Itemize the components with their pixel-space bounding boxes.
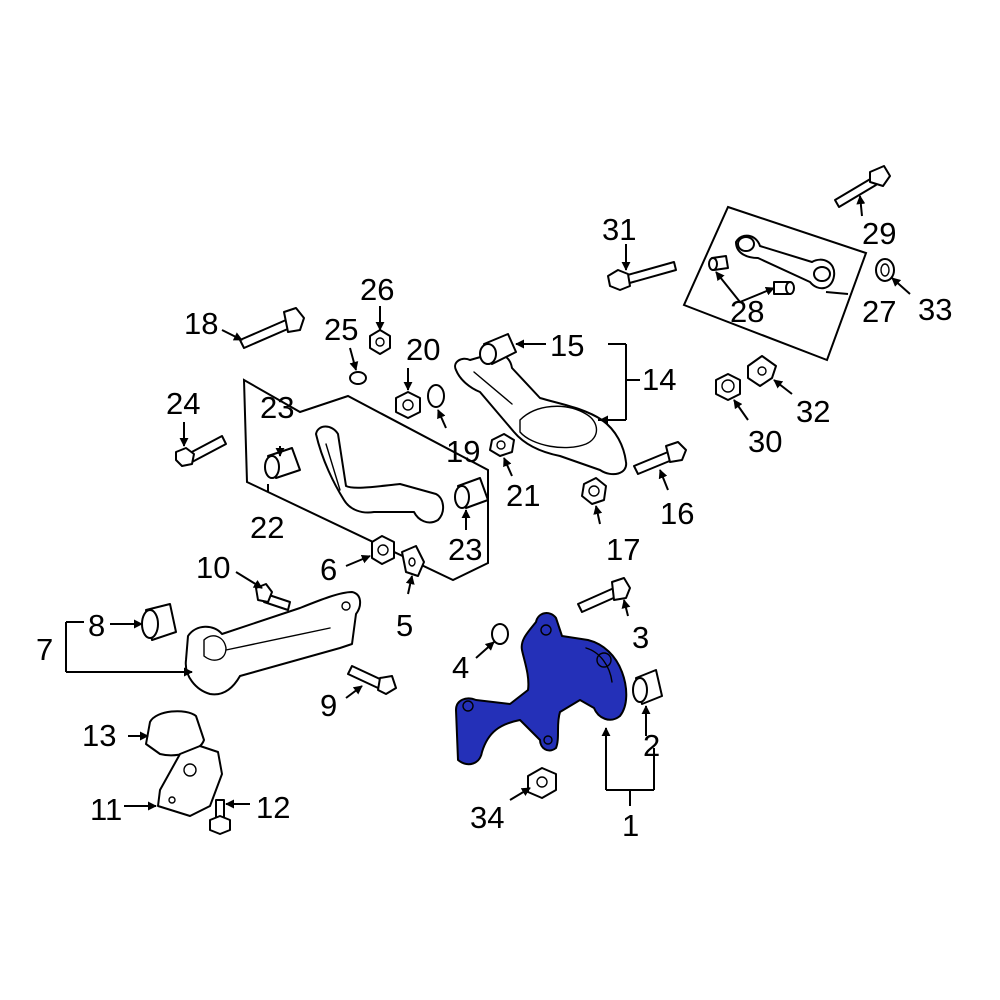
- callout-13: 13: [82, 718, 116, 753]
- bolt-16[interactable]: [633, 441, 687, 475]
- callout-19: 19: [446, 434, 480, 469]
- callout-28: 28: [730, 294, 764, 329]
- callout-1: 1: [622, 808, 639, 843]
- callout-14: 14: [642, 362, 676, 397]
- washer-33[interactable]: [875, 258, 895, 282]
- lower-control-arm-14[interactable]: [454, 352, 628, 476]
- callout-22: 22: [250, 510, 284, 545]
- callout-6: 6: [320, 552, 337, 587]
- lateral-link-27[interactable]: [735, 234, 836, 290]
- callout-24: 24: [166, 386, 200, 421]
- callout-33: 33: [918, 292, 952, 327]
- callout-26: 26: [360, 272, 394, 307]
- callout-25: 25: [324, 312, 358, 347]
- callout-32: 32: [796, 394, 830, 429]
- leader-lines: [65, 195, 911, 811]
- washer-4[interactable]: [491, 623, 509, 645]
- callout-18: 18: [184, 306, 218, 341]
- knuckle-body: [455, 612, 628, 766]
- bracket-11[interactable]: [157, 745, 223, 817]
- washer-19[interactable]: [427, 384, 445, 408]
- callout-20: 20: [406, 332, 440, 367]
- nut-26[interactable]: [369, 329, 391, 355]
- callout-29: 29: [862, 216, 896, 251]
- callout-11: 11: [90, 792, 122, 827]
- callout-8: 8: [88, 608, 105, 643]
- washer-25[interactable]: [349, 371, 367, 385]
- callout-27: 27: [862, 294, 896, 329]
- callout-23a: 23: [260, 390, 294, 425]
- cover-13[interactable]: [145, 710, 205, 757]
- upper-arm-group-frame-22: [242, 378, 489, 582]
- trailing-arm-7[interactable]: [184, 591, 362, 696]
- callout-15: 15: [550, 328, 584, 363]
- callout-9: 9: [320, 688, 337, 723]
- callout-labels: 1 2 3 4 5 6 7 8 9 10 11 12 13 14 15 16 1…: [36, 212, 952, 843]
- bolt-3[interactable]: [577, 577, 631, 613]
- bushing-23b[interactable]: [454, 477, 489, 509]
- bolt-24[interactable]: [175, 435, 227, 467]
- callout-5: 5: [396, 608, 413, 643]
- bolt-9[interactable]: [347, 665, 397, 695]
- bushing-8[interactable]: [141, 603, 177, 641]
- callout-21: 21: [506, 478, 540, 513]
- nut-34[interactable]: [527, 767, 557, 799]
- callout-2: 2: [643, 728, 660, 763]
- plate-32[interactable]: [747, 355, 777, 387]
- bolt-10[interactable]: [255, 583, 291, 611]
- nut-20[interactable]: [395, 391, 421, 419]
- bolt-29[interactable]: [834, 165, 891, 208]
- bushing-23a[interactable]: [264, 447, 301, 479]
- callout-3: 3: [632, 620, 649, 655]
- callout-17: 17: [606, 532, 640, 567]
- callout-34: 34: [470, 800, 504, 835]
- callout-4: 4: [452, 650, 469, 685]
- washer-33-hole: [880, 263, 890, 277]
- bushing-17[interactable]: [581, 477, 607, 505]
- bolt-12[interactable]: [209, 799, 231, 835]
- callout-23b: 23: [448, 532, 482, 567]
- plate-5[interactable]: [401, 545, 425, 577]
- callout-12: 12: [256, 790, 290, 825]
- bolt-31[interactable]: [607, 261, 677, 291]
- knuckle-1[interactable]: [455, 612, 628, 766]
- nut-30[interactable]: [715, 373, 741, 401]
- callout-10: 10: [196, 550, 230, 585]
- nut-6[interactable]: [371, 535, 395, 565]
- bushing-15[interactable]: [479, 333, 517, 365]
- callout-31: 31: [602, 212, 636, 247]
- bolt-21[interactable]: [489, 433, 515, 457]
- callout-7: 7: [36, 632, 53, 667]
- lateral-arm-group-frame-27: [682, 205, 868, 362]
- bushing-2[interactable]: [632, 669, 663, 705]
- callout-30: 30: [748, 424, 782, 459]
- bolt-18[interactable]: [239, 307, 305, 349]
- callout-16: 16: [660, 496, 694, 531]
- upper-arm-22[interactable]: [315, 425, 444, 524]
